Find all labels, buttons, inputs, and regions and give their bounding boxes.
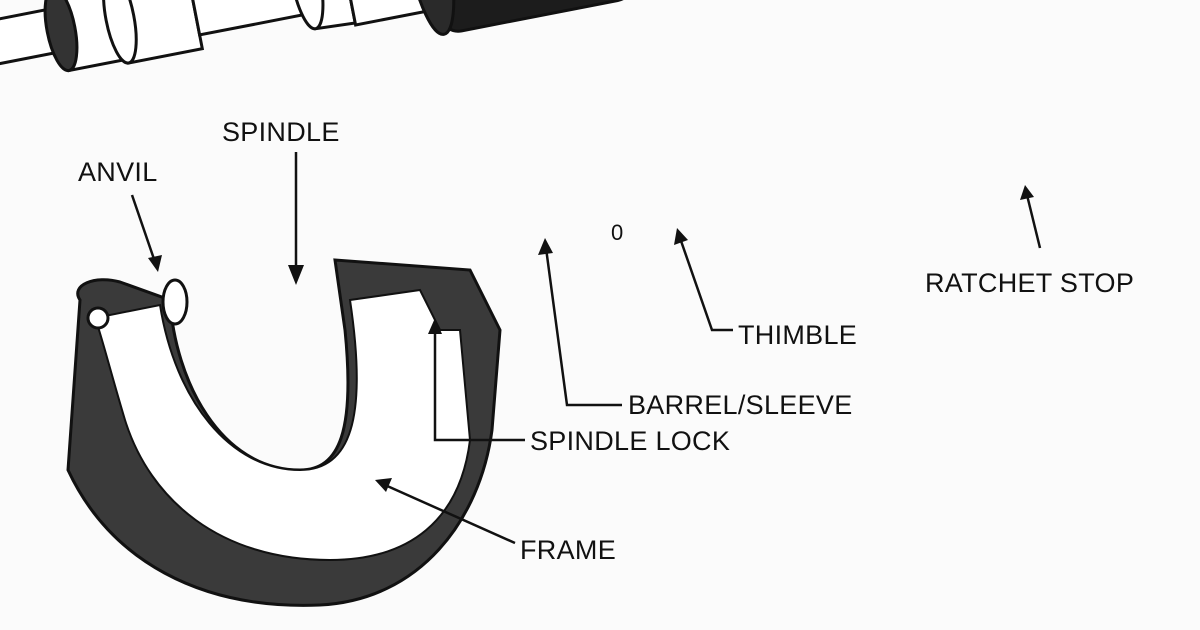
thimble-scale-zero: 0	[611, 220, 623, 245]
anvil-arrow	[130, 194, 157, 263]
label-ratchet-stop: RATCHET STOP	[925, 268, 1135, 298]
frame	[66, 258, 502, 607]
label-spindle-lock: SPINDLE LOCK	[530, 426, 731, 456]
label-anvil: ANVIL	[78, 157, 158, 187]
thimble-arrow	[678, 237, 733, 332]
arrowheads	[148, 185, 1034, 492]
barrel-sleeve	[185, 0, 315, 37]
ratchet-stop-arrow	[1025, 194, 1042, 249]
anvil-face	[161, 278, 189, 326]
thimble	[333, 0, 441, 27]
label-frame: FRAME	[520, 535, 616, 565]
spindle-lock-arrow	[433, 328, 525, 442]
barrel-arrow	[544, 247, 622, 407]
label-spindle: SPINDLE	[222, 117, 340, 147]
label-barrel-sleeve: BARREL/SLEEVE	[628, 390, 853, 420]
knurled-grip	[415, 0, 634, 33]
frame-arrow	[384, 483, 516, 545]
leader-lines	[130, 152, 1042, 545]
micrometer-body	[0, 0, 634, 75]
label-thimble: THIMBLE	[738, 320, 858, 350]
